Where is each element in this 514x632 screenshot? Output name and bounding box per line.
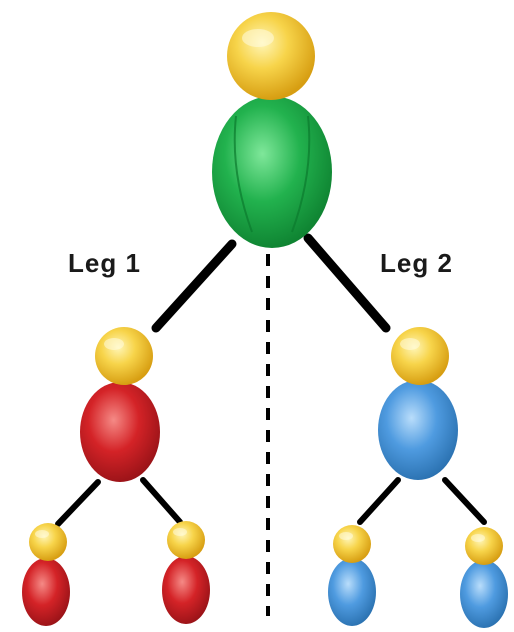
leg2-child-right-person-icon xyxy=(460,527,508,628)
connector-leg2-right xyxy=(442,477,487,525)
connector-leg1-right xyxy=(140,477,183,525)
leg1-child-left-person-icon xyxy=(22,523,70,626)
leg2-child-left-person-icon xyxy=(328,525,376,626)
root-person-icon xyxy=(212,12,332,248)
connector-leg1-left xyxy=(55,479,101,527)
connector-root-to-leg2 xyxy=(303,233,391,333)
leg1-label: Leg 1 xyxy=(68,248,141,278)
connectors xyxy=(55,233,487,527)
leg2-label: Leg 2 xyxy=(380,248,453,278)
leg2-parent-person-icon xyxy=(378,327,458,480)
leg1-parent-person-icon xyxy=(80,327,160,482)
connector-leg2-left xyxy=(357,477,401,525)
connector-root-to-leg1 xyxy=(151,239,237,333)
leg1-child-right-person-icon xyxy=(162,521,210,624)
